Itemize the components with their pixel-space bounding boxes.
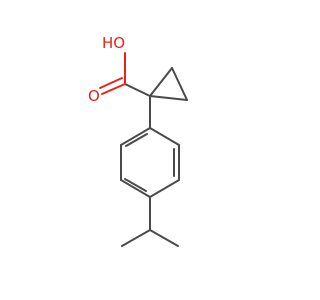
bond-ring-4 xyxy=(120,179,151,198)
bond-quat-carboxyl-c xyxy=(124,83,151,97)
hydroxyl-label: HO xyxy=(102,34,125,52)
bond-ring-1 xyxy=(149,127,180,146)
bond-cp-quat-top xyxy=(149,67,173,97)
bond-isopropyl-right xyxy=(149,229,179,247)
bond-ring-inner-3 xyxy=(125,133,148,147)
bond-c-o-double-2 xyxy=(99,77,123,89)
bond-ring-6 xyxy=(120,127,151,146)
bond-c-o-double-1 xyxy=(101,83,126,95)
bond-cp-right-quat xyxy=(149,95,188,101)
molecule-structure: HO O xyxy=(88,34,188,247)
structure-canvas: HO O xyxy=(88,34,188,247)
bond-ring-3 xyxy=(149,179,180,198)
bond-isopropyl-left xyxy=(121,229,151,247)
bond-cp-top-right xyxy=(171,67,188,101)
carbonyl-oxygen-label: O xyxy=(88,87,100,105)
bond-ring-inner-2 xyxy=(124,178,147,192)
